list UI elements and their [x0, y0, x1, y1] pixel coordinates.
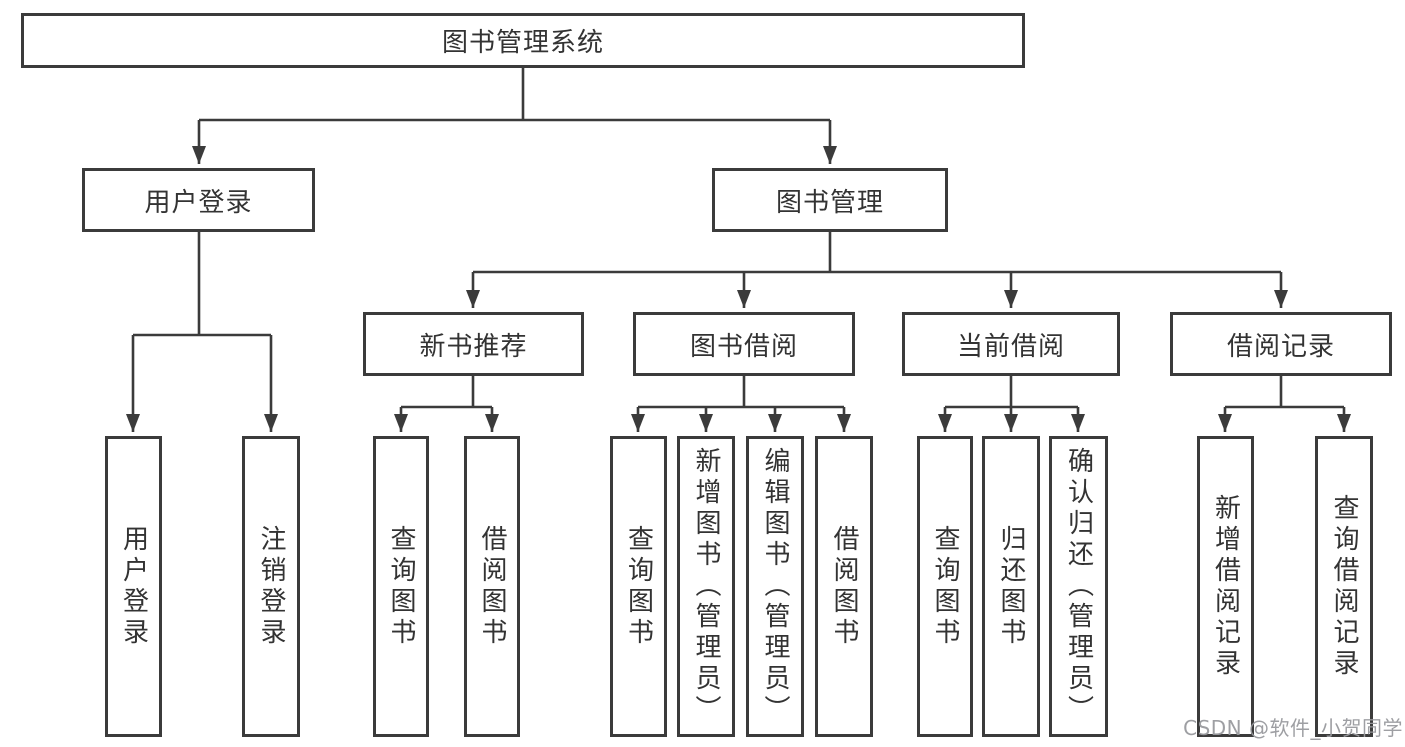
node-label: 新书推荐 — [419, 331, 528, 362]
node-label: 借阅图书 — [477, 524, 507, 649]
node-current-borrow: 当前借阅 — [902, 312, 1120, 376]
node-borrow-records: 借阅记录 — [1170, 312, 1392, 376]
node-label: 借阅图书 — [829, 524, 859, 649]
node-label: 注销登录 — [256, 524, 286, 649]
node-label: 用户登录 — [118, 524, 149, 649]
leaf-query-borrow-record: 查询借阅记录 — [1315, 436, 1373, 737]
node-label: 图书管理 — [775, 187, 884, 218]
edges-new-book-recommend — [394, 376, 499, 432]
edges-current-borrow — [938, 376, 1085, 432]
node-label: 编辑图书（管理员） — [760, 447, 790, 726]
node-label: 用户登录 — [144, 187, 253, 218]
leaf-edit-books-admin: 编辑图书（管理员） — [746, 436, 804, 737]
node-root-library-system: 图书管理系统 — [21, 13, 1025, 68]
leaf-borrow-books-recommend: 借阅图书 — [464, 436, 520, 737]
node-user-login: 用户登录 — [82, 168, 315, 232]
node-label: 借阅记录 — [1226, 331, 1335, 362]
edges-book-management — [466, 232, 1288, 308]
leaf-user-login: 用户登录 — [105, 436, 162, 737]
csdn-watermark: CSDN @软件_小贺同学 — [1183, 716, 1403, 740]
leaf-query-books-current: 查询图书 — [917, 436, 973, 737]
leaf-return-books: 归还图书 — [982, 436, 1040, 737]
node-label: 归还图书 — [996, 524, 1026, 649]
node-book-management: 图书管理 — [712, 168, 948, 232]
node-label: 查询借阅记录 — [1329, 493, 1359, 680]
node-label: 查询图书 — [623, 524, 654, 649]
node-label: 查询图书 — [386, 524, 416, 649]
node-label: 图书借阅 — [689, 331, 798, 362]
leaf-logout: 注销登录 — [242, 436, 300, 737]
node-label: 当前借阅 — [956, 331, 1065, 362]
node-label: 新增图书（管理员） — [691, 447, 721, 726]
leaf-query-books-borrow: 查询图书 — [610, 436, 667, 737]
leaf-query-books-recommend: 查询图书 — [373, 436, 429, 737]
node-label: 确认归还（管理员） — [1063, 447, 1094, 726]
leaf-add-books-admin: 新增图书（管理员） — [677, 436, 735, 737]
leaf-confirm-return-admin: 确认归还（管理员） — [1049, 436, 1108, 737]
node-book-borrow: 图书借阅 — [633, 312, 855, 376]
edges-borrow-records — [1218, 376, 1351, 432]
node-label: 新增借阅记录 — [1210, 493, 1241, 680]
node-label: 查询图书 — [930, 524, 960, 649]
leaf-add-borrow-record: 新增借阅记录 — [1197, 436, 1254, 737]
edges-root — [192, 68, 837, 164]
node-new-book-recommend: 新书推荐 — [363, 312, 584, 376]
node-label: 图书管理系统 — [441, 28, 604, 58]
edges-user-login — [126, 232, 278, 432]
edges-book-borrow — [631, 376, 851, 432]
leaf-borrow-books: 借阅图书 — [815, 436, 873, 737]
